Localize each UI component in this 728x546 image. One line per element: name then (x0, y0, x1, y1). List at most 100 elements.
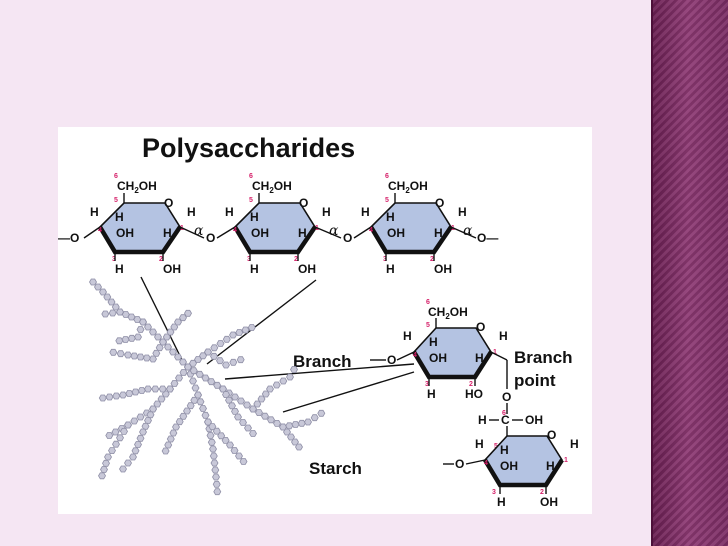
starch-bead (191, 384, 200, 392)
starch-bead (154, 333, 162, 341)
starch-bead (195, 370, 204, 378)
branch-glucose-unit: 6 CH2OH 5 O H H 4 OH H H 1 3 2 H HO (403, 299, 508, 401)
starch-bead (166, 385, 174, 393)
c3-h-bottom: H (250, 262, 259, 276)
starch-bead (124, 351, 132, 359)
starch-bead (149, 355, 157, 363)
starch-bead (99, 288, 107, 296)
carbon-number-3: 3 (492, 489, 496, 496)
starch-bead (266, 385, 274, 393)
starch-bead (134, 441, 142, 448)
starch-bead (146, 411, 155, 419)
c2-h: H (163, 226, 172, 240)
chain-bond-right (450, 226, 477, 239)
starch-label: Starch (309, 459, 362, 478)
starch-bead (170, 380, 179, 387)
starch-bead (121, 336, 130, 343)
starch-bead (297, 419, 306, 427)
starch-bead (286, 373, 294, 381)
starch-bead (124, 421, 132, 429)
c4-h-inner: H (386, 210, 395, 224)
starch-bead (94, 283, 102, 291)
starch-bead (230, 447, 239, 454)
carbon-number-4: 4 (369, 227, 373, 234)
c3-oh: OH (500, 459, 518, 473)
c1-h: H (322, 205, 331, 219)
ring-oxygen: O (299, 196, 308, 210)
c2-ho-bottom: HO (465, 387, 483, 401)
carbon-number-2: 2 (159, 256, 163, 263)
starch-bead (108, 447, 116, 455)
starch-bead (211, 466, 220, 474)
starch-bead (229, 331, 237, 339)
carbon-number-3: 3 (247, 256, 251, 263)
starch-bead (241, 326, 250, 334)
carbon-number-2: 2 (294, 256, 298, 263)
starch-granule-strands (89, 278, 326, 496)
c4-h-inner: H (250, 210, 259, 224)
c1-h: H (187, 205, 196, 219)
c4-h-label: H (225, 205, 234, 219)
alpha-linkage-2: α (329, 223, 339, 239)
starch-bead (130, 417, 139, 425)
ring-front-edge (369, 225, 453, 255)
starch-bead (129, 453, 137, 461)
ring-oxygen: O (476, 320, 485, 334)
starch-bead (291, 421, 300, 428)
starch-bead (127, 334, 136, 342)
c2-oh-bottom: OH (298, 262, 316, 276)
starch-bead (112, 392, 121, 400)
c1-h: H (499, 329, 508, 343)
carbon-number-1: 1 (493, 349, 497, 356)
c3-oh: OH (429, 351, 447, 365)
decorative-sidebar (651, 0, 728, 546)
c3-oh: OH (387, 226, 405, 240)
branch-point-oxygen: O (502, 390, 511, 404)
starch-bead (116, 434, 124, 442)
starch-bead (235, 329, 244, 336)
c3-h-bottom: H (115, 262, 124, 276)
ring-front-edge (412, 350, 493, 380)
starch-bead (131, 388, 140, 396)
branch-o-c4-bond (396, 351, 415, 361)
starch-bead (100, 466, 108, 473)
starch-bead (231, 393, 239, 401)
starch-bead (101, 310, 110, 318)
starch-bead (201, 411, 210, 419)
c4-h-label: H (403, 329, 412, 343)
carbon-number-5: 5 (385, 197, 389, 204)
starch-bead (141, 422, 150, 430)
branch-point-label-line2: point (514, 371, 556, 390)
carbon-number-6: 6 (249, 173, 253, 180)
starch-bead (199, 405, 207, 412)
carbon-number-5: 5 (249, 197, 253, 204)
c6-h-left: H (478, 413, 487, 427)
starch-bead (104, 453, 112, 461)
starch-bead (134, 333, 142, 341)
chain-bond-left (83, 226, 101, 239)
starch-bead (213, 381, 222, 389)
starch-bead (222, 361, 230, 369)
starch-bead (119, 465, 127, 473)
ch2oh-group: CH2OH (117, 179, 157, 195)
starch-bead (207, 378, 216, 386)
starch-bead (136, 353, 145, 361)
starch-bead (102, 459, 110, 467)
ring-front-edge (483, 458, 564, 488)
starch-bead (210, 352, 218, 360)
starch-bead (119, 391, 127, 399)
starch-bead (184, 309, 192, 317)
starch-bead (219, 385, 227, 393)
figure-svg: Polysaccharides 6 CH2OH 5 O H H 4 OH H H… (58, 133, 579, 509)
starch-bead (226, 441, 234, 449)
starch-bead (196, 398, 205, 406)
ring-oxygen: O (547, 428, 556, 442)
starch-bead (111, 428, 120, 436)
starch-bead (161, 447, 170, 455)
ring-front-edge (233, 225, 317, 255)
starch-bead (216, 340, 225, 347)
c2-oh-bottom: OH (540, 495, 558, 509)
carbon-number-4: 4 (413, 352, 417, 359)
starch-bead (169, 429, 178, 437)
starch-bead (152, 349, 161, 357)
